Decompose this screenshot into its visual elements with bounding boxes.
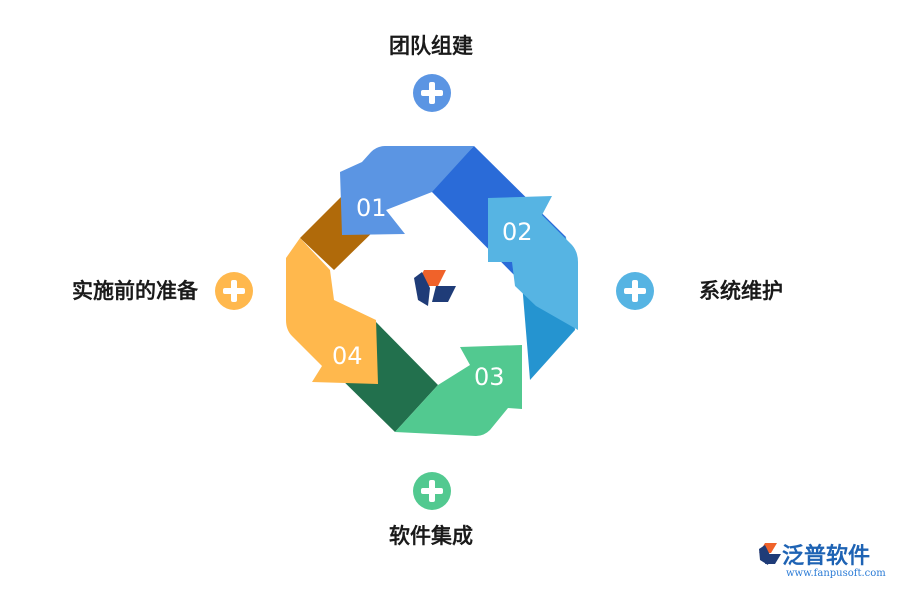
arrow-03: 03 bbox=[395, 345, 522, 436]
plus-circle-icon bbox=[413, 74, 451, 112]
plus-circle-icon bbox=[413, 472, 451, 510]
step-number-02: 02 bbox=[502, 218, 533, 246]
step-number-01: 01 bbox=[356, 194, 387, 222]
step-label-03: 软件集成 bbox=[389, 524, 473, 548]
arrow-04: 04 bbox=[286, 238, 378, 384]
arrow-01: 01 bbox=[340, 146, 474, 235]
step-label-01: 团队组建 bbox=[389, 34, 473, 58]
arrow-02: 02 bbox=[488, 196, 578, 330]
step-label-04: 实施前的准备 bbox=[72, 279, 198, 303]
step-label-02: 系统维护 bbox=[699, 279, 783, 303]
brand-name: 泛普软件 bbox=[782, 544, 871, 569]
step-number-03: 03 bbox=[474, 363, 505, 391]
fanpu-logo-icon bbox=[759, 543, 781, 565]
brand-url: www.fanpusoft.com bbox=[786, 568, 886, 579]
fanpu-logo-icon bbox=[414, 270, 456, 306]
step-number-04: 04 bbox=[332, 342, 363, 370]
brand-watermark: 泛普软件 www.fanpusoft.com bbox=[756, 538, 886, 588]
plus-circle-icon bbox=[616, 272, 654, 310]
plus-circle-icon bbox=[215, 272, 253, 310]
